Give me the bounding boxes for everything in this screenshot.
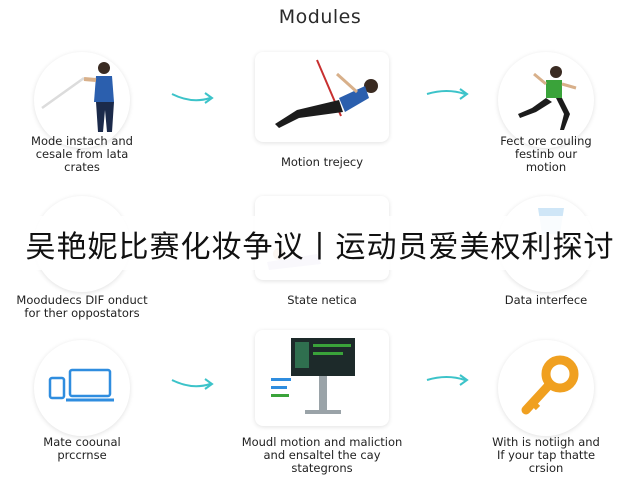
overlay-banner [0, 216, 640, 270]
swinging-person-icon [275, 59, 378, 128]
pointing-person-icon [41, 62, 114, 132]
module-2-node [255, 52, 389, 142]
monitor-station-icon [271, 338, 355, 414]
module-2-caption: Motion trejecy [280, 155, 364, 169]
module-9-node [498, 340, 594, 436]
overlay-headline: 吴艳妮比赛化妆争议丨运动员爱美权利探讨 [25, 230, 615, 265]
arrow-3 [171, 378, 214, 390]
module-9-caption: With is notiigh and If your tap thatte c… [492, 435, 600, 475]
module-6-caption: Data interfece [504, 293, 588, 307]
devices-icon [48, 368, 114, 402]
module-1-node [34, 52, 130, 148]
diagram-title: Modules [278, 6, 362, 28]
module-5-caption: State netica [287, 293, 357, 307]
module-4-caption: Moodudecs DIF onduct for ther oppostator… [16, 293, 148, 320]
module-3-node [498, 52, 594, 148]
arrow-2 [426, 88, 469, 100]
module-1-caption: Mode instach and cesale from lata crates [31, 134, 133, 174]
key-icon [521, 355, 579, 415]
module-8-node [255, 330, 389, 426]
module-3-caption: Fect ore couling festinb our motion [500, 134, 592, 174]
running-person-icon [518, 66, 577, 130]
arrow-4 [426, 374, 469, 386]
module-8-caption: Moudl motion and maliction and ensaltel … [241, 435, 403, 475]
arrow-1 [171, 92, 214, 104]
module-7-caption: Mate coounal prccrnse [43, 435, 121, 462]
module-7-node [34, 340, 130, 436]
